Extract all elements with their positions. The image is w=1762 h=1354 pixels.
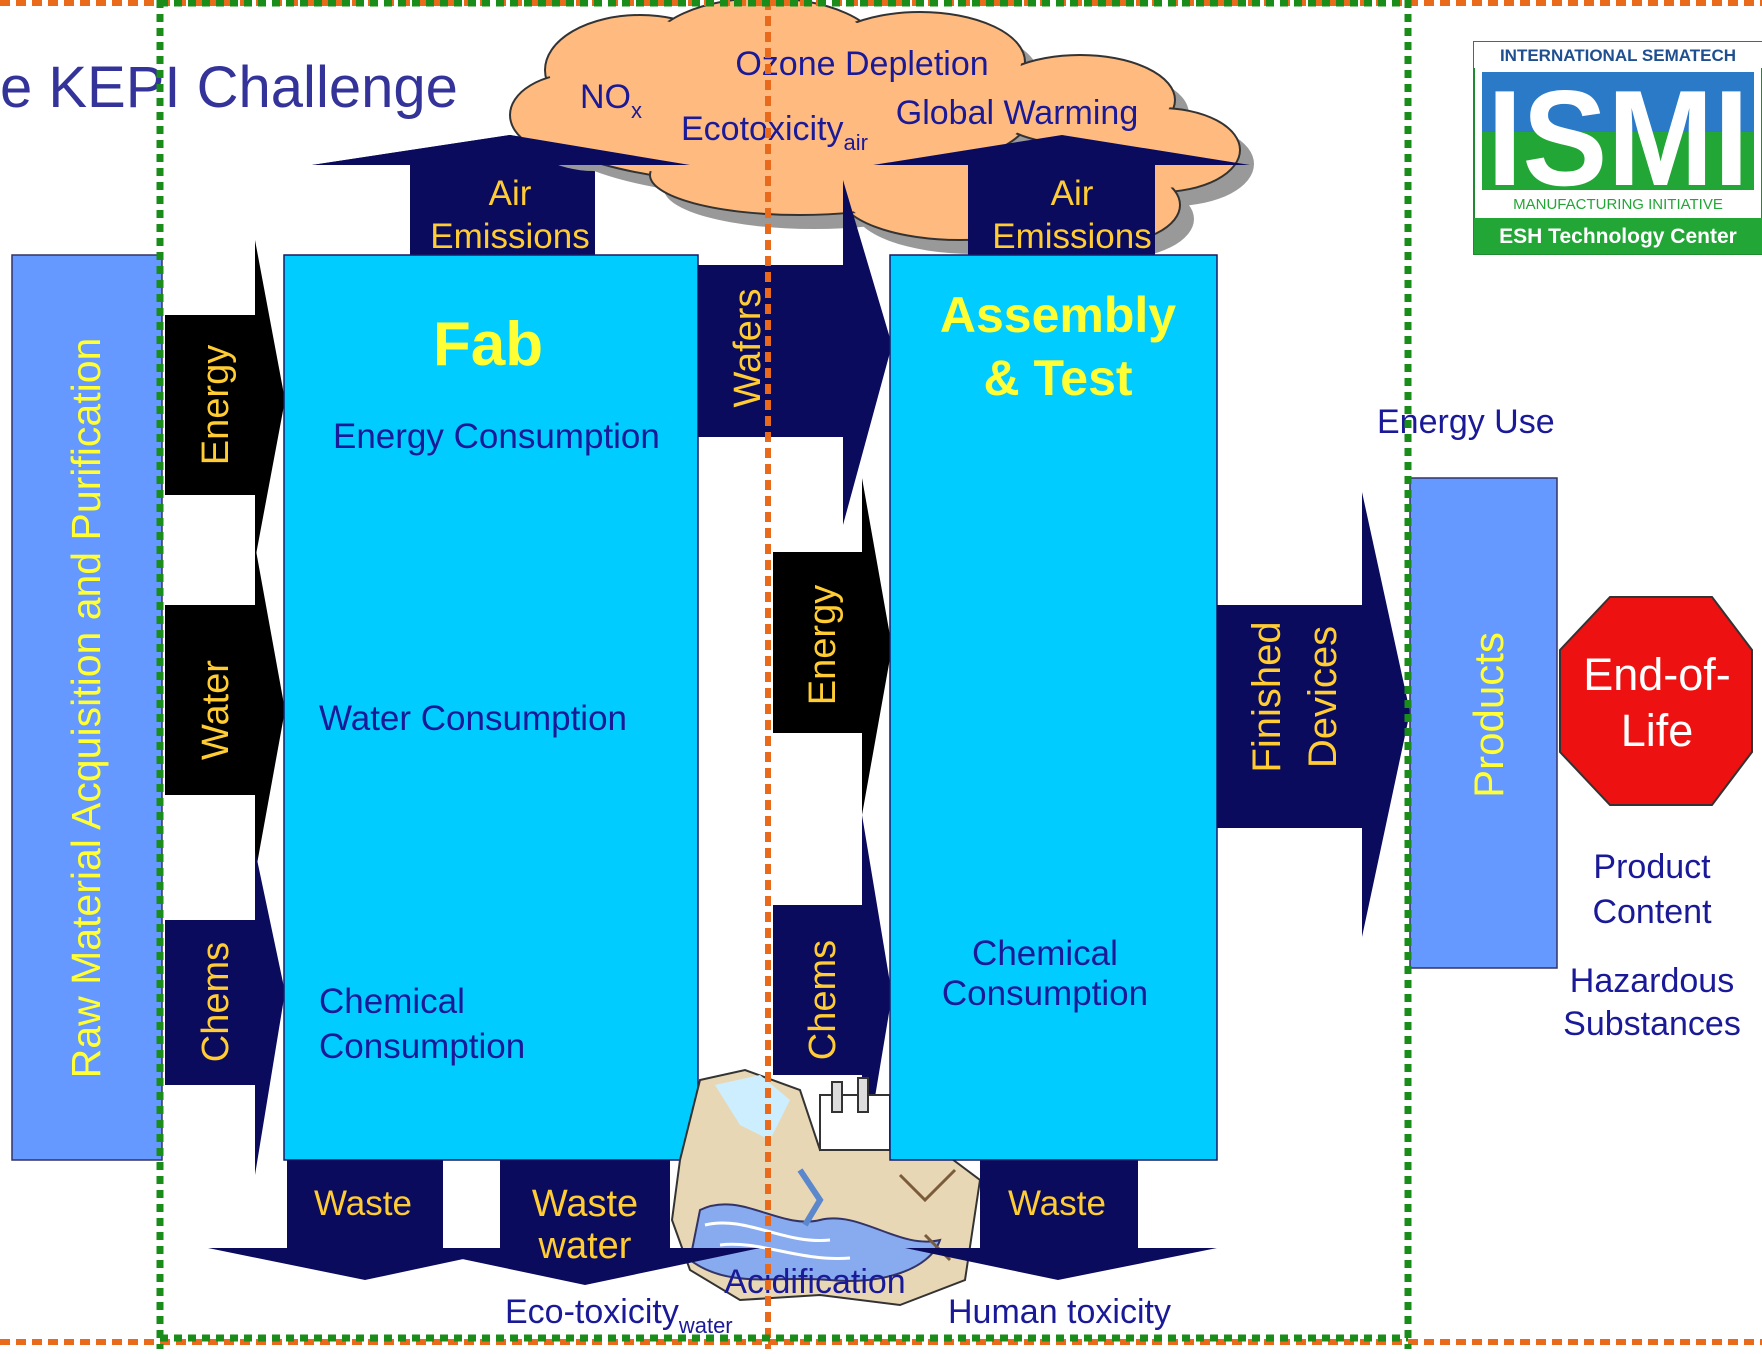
fab-chemical-consumption-2: Consumption	[319, 1027, 525, 1066]
wastewater-arrow: Waste water	[410, 1160, 760, 1285]
acidification-label: Acidification	[724, 1263, 905, 1301]
fab-title: Fab	[433, 310, 543, 379]
global-warming-label: Global Warming	[896, 94, 1138, 132]
ozone-depletion-label: Ozone Depletion	[735, 45, 988, 83]
raw-material-label: Raw Material Acquisition and Purificatio…	[63, 338, 109, 1079]
assembly-chems-label: Chems	[802, 940, 844, 1060]
chems-input-arrow: Chems	[165, 850, 285, 1175]
logo-brand: ISMI	[1487, 62, 1749, 214]
fab-energy-consumption: Energy Consumption	[333, 417, 660, 456]
end-of-life-label-1: End-of-	[1583, 649, 1731, 700]
page-title: e KEPI Challenge	[0, 55, 458, 120]
assembly-energy-label: Energy	[802, 585, 844, 705]
fab-water-consumption: Water Consumption	[319, 699, 627, 738]
products-label: Products	[1465, 632, 1512, 798]
green-dashed-boundary	[156, 0, 1412, 1349]
human-toxicity-label: Human toxicity	[948, 1293, 1171, 1331]
raw-material-box	[11, 254, 163, 1161]
products-box	[1409, 477, 1558, 969]
assembly-chemical-consumption-2: Consumption	[942, 974, 1148, 1013]
finished-devices-label-2: Devices	[1301, 626, 1345, 768]
water-input-arrow: Water	[165, 545, 285, 875]
wafers-arrow: Wafers	[698, 180, 892, 525]
assembly-waste-label: Waste	[1008, 1184, 1106, 1223]
chems-input-label: Chems	[195, 942, 237, 1062]
finished-devices-label-1: Finished	[1245, 621, 1289, 772]
logo-top-text: INTERNATIONAL SEMATECH	[1500, 46, 1736, 65]
fab-waste-arrow: Waste	[208, 1160, 515, 1280]
end-of-life-label-2: Life	[1621, 705, 1694, 756]
nox-label: NOx	[580, 78, 642, 123]
wastewater-label-2: water	[538, 1225, 632, 1267]
assembly-title-1: Assembly	[940, 287, 1176, 343]
product-content-label-2: Content	[1592, 893, 1712, 931]
assembly-air-label-1: Air	[1051, 174, 1094, 213]
end-of-life-stop-sign	[1559, 596, 1753, 806]
logo-sub-text: MANUFACTURING INITIATIVE	[1513, 196, 1723, 213]
finished-devices-arrow: Finished Devices	[1217, 492, 1410, 937]
assembly-waste-arrow: Waste	[905, 1160, 1217, 1280]
assembly-chemical-consumption-1: Chemical	[972, 934, 1118, 973]
fab-air-label-2: Emissions	[430, 217, 589, 256]
ismi-logo: INTERNATIONAL SEMATECH ISMI MANUFACTURIN…	[1473, 41, 1762, 255]
fab-air-label-1: Air	[489, 174, 532, 213]
assembly-test-box	[889, 254, 1218, 1161]
assembly-energy-arrow: Energy	[773, 478, 892, 815]
wafers-label: Wafers	[727, 289, 769, 408]
ecotoxicity-water-label: Eco-toxicitywater	[505, 1293, 733, 1338]
assembly-air-emissions-arrow: Air Emissions	[873, 135, 1250, 256]
water-pollution-clipart	[670, 1068, 982, 1307]
wastewater-label-1: Waste	[532, 1183, 638, 1225]
fab-waste-label: Waste	[314, 1184, 412, 1223]
hazardous-substances-label-1: Hazardous	[1570, 962, 1734, 1000]
energy-use-label: Energy Use	[1377, 403, 1555, 441]
fab-air-arrowhead	[312, 135, 690, 165]
assembly-air-label-2: Emissions	[992, 217, 1151, 256]
energy-input-label: Energy	[195, 345, 237, 465]
fab-chemical-consumption-1: Chemical	[319, 982, 465, 1021]
product-content-label-1: Product	[1593, 848, 1711, 886]
logo-bottom-text: ESH Technology Center	[1499, 225, 1737, 248]
ecotoxicity-air-label: Ecotoxicityair	[681, 110, 868, 155]
fab-box	[283, 254, 699, 1161]
hazardous-substances-label-2: Substances	[1563, 1005, 1741, 1043]
energy-input-arrow: Energy	[165, 240, 285, 560]
water-input-label: Water	[195, 660, 237, 760]
assembly-title-2: & Test	[983, 350, 1132, 406]
